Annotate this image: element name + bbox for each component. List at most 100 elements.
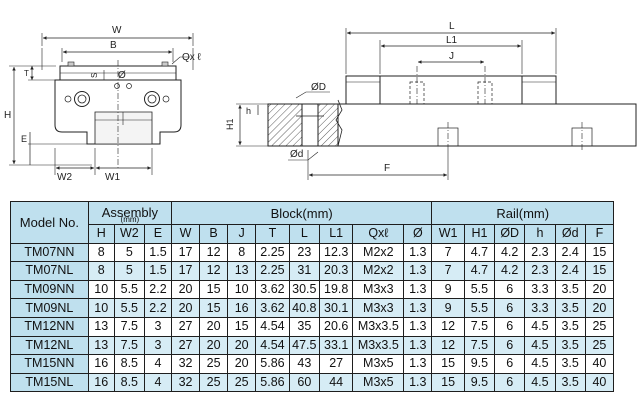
label-w: W [112, 25, 122, 36]
column-header: W1 [431, 224, 465, 244]
table-cell: 9.5 [463, 372, 496, 393]
table-cell: 40.8 [288, 298, 320, 318]
table-cell: 17 [170, 242, 201, 263]
table-cell: 20 [584, 298, 615, 318]
table-cell: 4.5 [524, 316, 556, 337]
table-cell: 1.3 [403, 279, 433, 300]
table-cell: 3.5 [554, 354, 586, 374]
table-cell: 60 [288, 372, 320, 393]
table-cell: 5.5 [463, 298, 496, 318]
table-cell: 2.4 [554, 242, 586, 263]
table-cell: 20 [170, 279, 201, 300]
model-number-cell: TM12NL [10, 335, 89, 356]
table-cell: 12.3 [318, 242, 354, 263]
table-cell: 40 [584, 354, 615, 374]
model-number-cell: TM07NL [10, 261, 89, 281]
table-cell: 16 [87, 354, 115, 374]
assembly-unit-label: (mm) [120, 214, 140, 224]
table-cell: 20 [199, 316, 229, 337]
table-cell: M2x2 [352, 261, 405, 281]
label-l1: L1 [446, 35, 458, 46]
table-cell: 35 [288, 316, 320, 337]
table-cell: 6 [494, 298, 526, 318]
table-cell: 10 [87, 298, 115, 318]
table-cell: 4.54 [255, 335, 290, 356]
column-header: L1 [318, 224, 354, 244]
label-h-small: h [246, 106, 251, 116]
table-cell: 32 [170, 354, 201, 374]
model-number-cell: TM07NN [10, 242, 89, 263]
side-view-drawing [236, 28, 637, 180]
table-cell: M3x3 [352, 279, 405, 300]
table-cell: 7.5 [113, 316, 145, 337]
column-header: B [199, 224, 229, 244]
label-w1: W1 [105, 172, 120, 183]
table-cell: M3x3.5 [352, 335, 405, 356]
table-cell: M3x3.5 [352, 316, 405, 337]
table-cell: 30.1 [318, 298, 354, 318]
table-cell: 27 [170, 316, 201, 337]
label-l: L [449, 21, 455, 32]
table-cell: 32 [170, 372, 201, 393]
table-cell: 4 [143, 354, 172, 374]
table-cell: M3x5 [352, 354, 405, 374]
table-cell: 20.6 [318, 316, 354, 337]
table-cell: 5.5 [463, 279, 496, 300]
table-cell: 6 [494, 372, 526, 393]
table-cell: 7 [431, 242, 465, 263]
table-cell: 3.3 [524, 279, 556, 300]
table-cell: 30.5 [288, 279, 320, 300]
table-cell: 6 [494, 335, 526, 356]
table-cell: 17 [170, 261, 201, 281]
table-cell: 10 [227, 279, 257, 300]
table-cell: 5.86 [255, 372, 290, 393]
table-cell: 3 [143, 316, 172, 337]
table-cell: 15 [431, 354, 465, 374]
table-cell: 20 [170, 298, 201, 318]
block-group-header: Block(mm) [170, 201, 433, 225]
label-od-small: Ød [290, 149, 303, 160]
table-cell: 13 [87, 316, 115, 337]
table-cell: 12 [431, 316, 465, 337]
table-cell: 44 [318, 372, 354, 393]
table-cell: 25 [199, 354, 229, 374]
table-cell: 25 [584, 335, 615, 356]
table-cell: 1.3 [403, 354, 433, 374]
table-cell: 15 [584, 261, 615, 281]
table-cell: 4.5 [524, 354, 556, 374]
table-cell: 4 [143, 372, 172, 393]
specification-table: Model No. Assembly (mm) Block(mm) Rail(m… [10, 201, 615, 393]
side-view-labels: L L1 J ØD h H1 Ød F [225, 21, 458, 174]
table-cell: 1.5 [143, 242, 172, 263]
specification-table-container: Model No. Assembly (mm) Block(mm) Rail(m… [10, 201, 615, 393]
table-cell: 33.1 [318, 335, 354, 356]
table-cell: 2.4 [554, 261, 586, 281]
technical-drawings: W B Qx ℓ S Ø T H E W2 W1 [4, 21, 637, 183]
label-qxl: Qx ℓ [182, 52, 202, 63]
label-e: E [21, 134, 27, 144]
label-h: H [4, 110, 11, 121]
table-cell: 8 [87, 242, 115, 263]
label-w2: W2 [57, 172, 72, 183]
front-view-drawing [9, 33, 194, 175]
label-t: T [24, 69, 29, 78]
table-cell: 5.5 [113, 298, 145, 318]
table-cell: 1.3 [403, 335, 433, 356]
label-od-big: ØD [311, 82, 326, 93]
table-cell: 2.3 [524, 261, 556, 281]
table-cell: 9 [431, 279, 465, 300]
table-cell: 19.8 [318, 279, 354, 300]
column-header: H [87, 224, 115, 244]
table-cell: 9 [431, 298, 465, 318]
table-cell: 5.86 [255, 354, 290, 374]
table-cell: 7.5 [463, 316, 496, 337]
table-cell: 2.2 [143, 279, 172, 300]
table-cell: 20 [199, 335, 229, 356]
table-cell: 1.3 [403, 298, 433, 318]
table-cell: 3.5 [554, 279, 586, 300]
label-phi: Ø [118, 70, 126, 81]
